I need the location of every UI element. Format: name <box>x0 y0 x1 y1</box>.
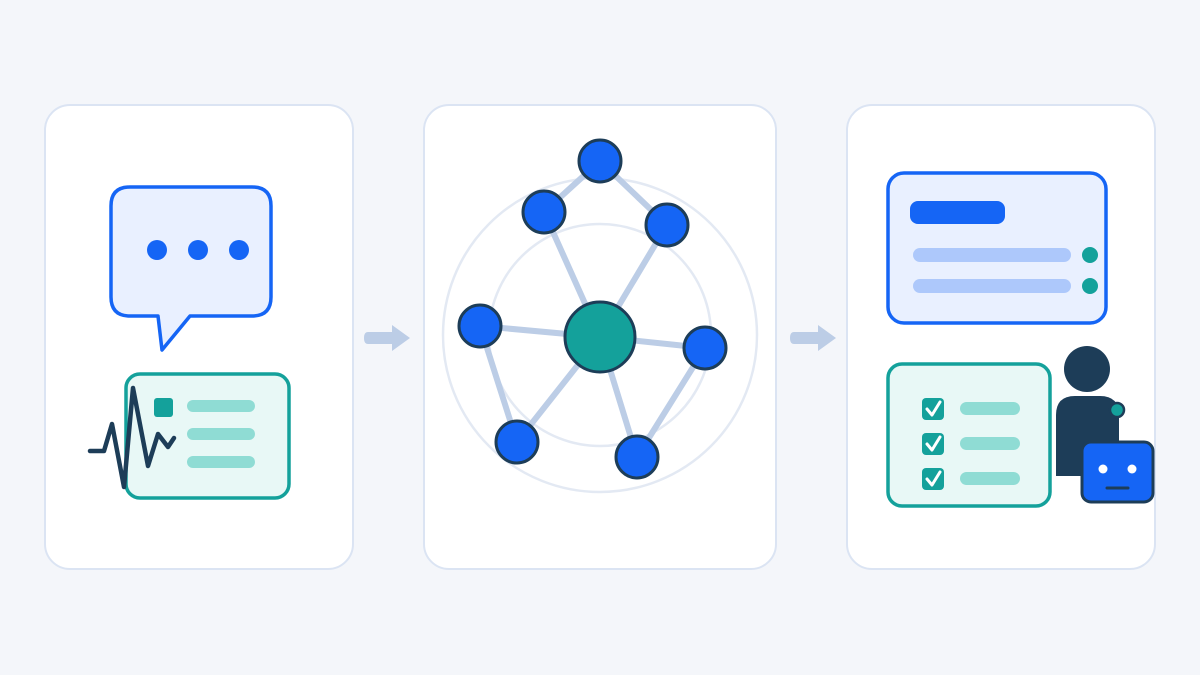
node-upper-right <box>644 202 690 248</box>
vital-signs-waveform-icon <box>87 385 177 490</box>
node-right <box>682 325 728 371</box>
node-left <box>457 303 503 349</box>
node-lower-right <box>614 434 660 480</box>
checkbox-icon <box>922 468 944 490</box>
chat-bubble-icon <box>109 185 273 352</box>
robot-icon <box>1080 440 1155 504</box>
checklist-icon <box>886 362 1052 508</box>
center-node <box>563 300 637 374</box>
arrow-right-icon <box>790 325 836 351</box>
ellipsis-icon <box>147 240 249 260</box>
arrow-right-icon <box>364 325 410 351</box>
checkbox-icon <box>922 433 944 455</box>
record-card-icon <box>124 372 291 500</box>
checkbox-icon <box>922 398 944 420</box>
network-graph-icon <box>441 138 759 494</box>
node-upper-left <box>521 189 567 235</box>
graph-nodes <box>457 138 728 480</box>
node-top <box>577 138 623 184</box>
result-card-icon <box>886 171 1108 325</box>
node-lower-left <box>494 419 540 465</box>
